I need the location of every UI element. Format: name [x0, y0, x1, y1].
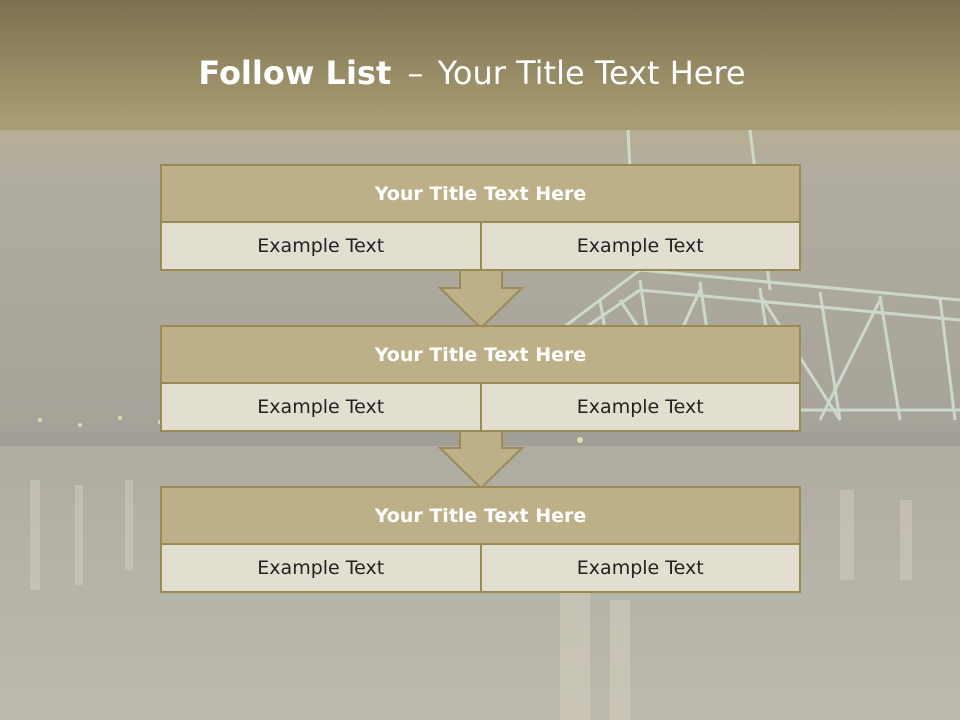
step-title: Your Title Text Here	[162, 166, 799, 223]
down-arrow-icon	[438, 270, 524, 330]
step-cell-left: Example Text	[257, 557, 385, 579]
step-title: Your Title Text Here	[162, 327, 799, 384]
step-cell-right: Example Text	[479, 545, 800, 591]
step-box-2: Your Title Text Here Example Text Exampl…	[160, 325, 801, 432]
step-title: Your Title Text Here	[162, 488, 799, 545]
down-arrow-icon	[438, 430, 524, 490]
slide-title: Follow List – Your Title Text Here	[0, 54, 944, 92]
step-cell-left: Example Text	[257, 396, 385, 418]
step-cell-left: Example Text	[257, 235, 385, 257]
title-rest: Your Title Text Here	[437, 54, 746, 92]
step-box-1: Your Title Text Here Example Text Exampl…	[160, 164, 801, 271]
step-cell-right: Example Text	[479, 223, 800, 269]
title-bold: Follow List	[198, 54, 392, 92]
step-cell-right: Example Text	[479, 384, 800, 430]
step-box-3: Your Title Text Here Example Text Exampl…	[160, 486, 801, 593]
title-dash: –	[407, 54, 424, 92]
